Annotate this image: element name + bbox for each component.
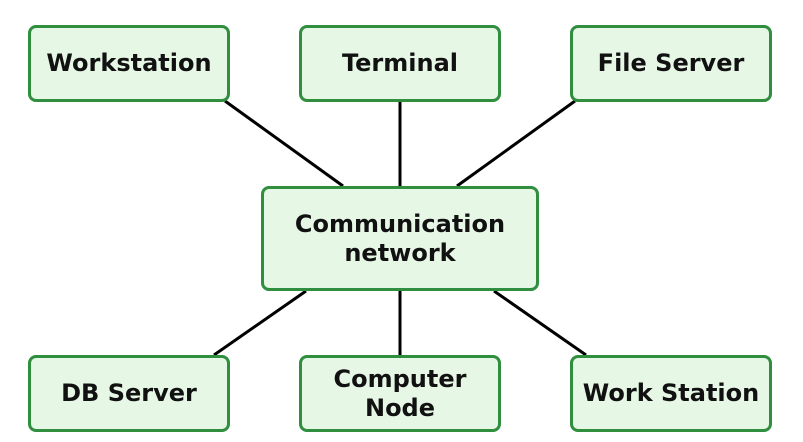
communication-network-node: Communication network [261, 186, 539, 291]
terminal-node: Terminal [299, 25, 501, 102]
connector-workstation-to-network [224, 99, 344, 188]
connector-db-server-to-network [213, 289, 307, 357]
computer-node-node: Computer Node [299, 355, 501, 432]
connector-file-server-to-network [456, 99, 576, 188]
file-server-node: File Server [570, 25, 772, 102]
workstation-node: Workstation [28, 25, 230, 102]
connector-work-station-to-network [493, 289, 587, 357]
work-station-node: Work Station [570, 355, 772, 432]
db-server-node: DB Server [28, 355, 230, 432]
